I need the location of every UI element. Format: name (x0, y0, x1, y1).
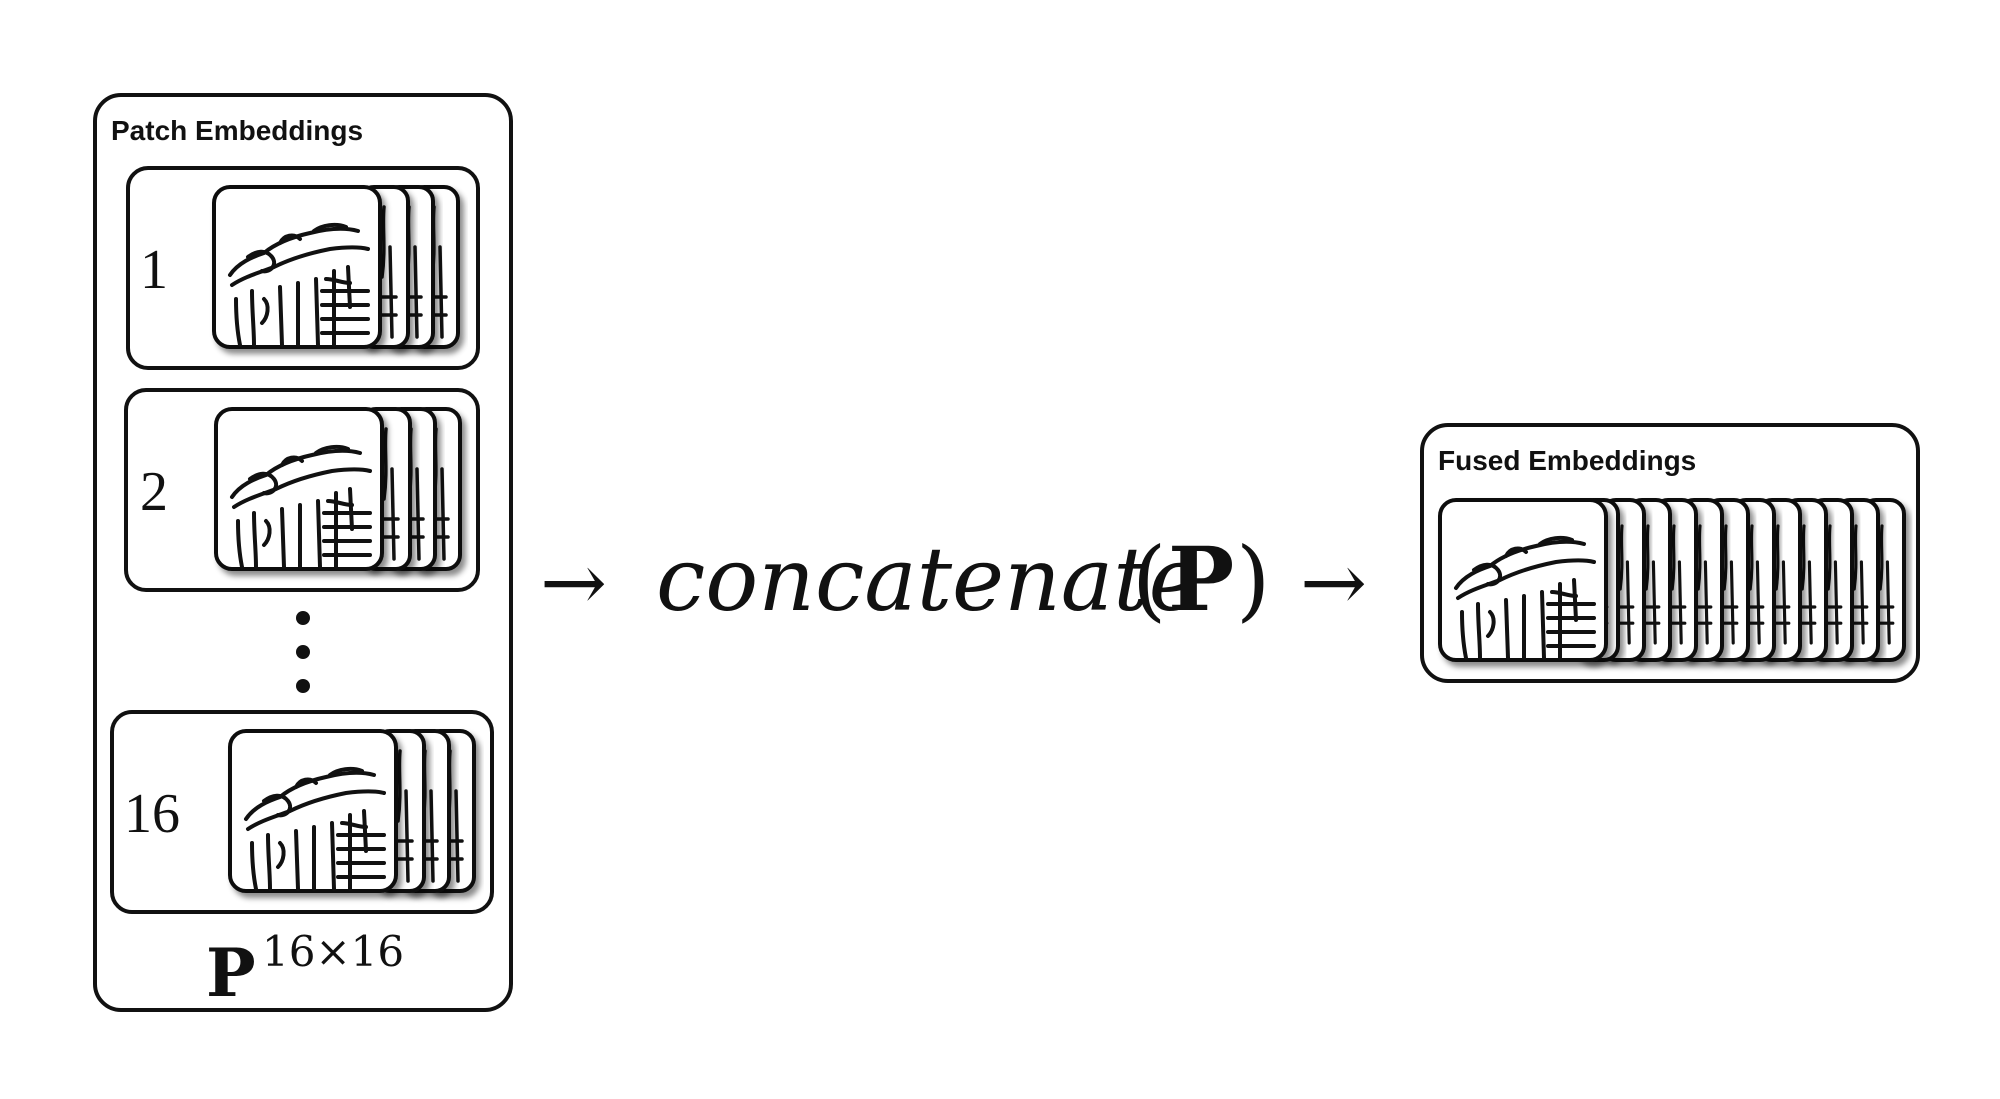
close-paren: ) (1236, 528, 1270, 631)
fused-embeddings-panel: Fused Embeddings (1420, 423, 1920, 683)
fused-card-stack (1438, 498, 1906, 662)
function-name: concatenate (656, 528, 1201, 631)
patch-embeddings-panel: Patch Embeddings 1 2 (93, 93, 513, 1012)
patch-index: 2 (140, 461, 168, 523)
patch-card-stack (212, 185, 460, 349)
caption-base: P (206, 934, 256, 1012)
patch-row-2: 2 (124, 388, 480, 592)
patch-index: 16 (124, 783, 180, 845)
arrow-left-icon: → (540, 536, 607, 629)
patch-card-stack (228, 729, 476, 893)
patch-row-16: 16 (110, 710, 494, 914)
concatenate-operation: → concatenate ( P ) → (540, 527, 1367, 631)
fused-embeddings-title: Fused Embeddings (1438, 445, 1696, 476)
arrow-right-icon: → (1300, 536, 1367, 629)
vertical-ellipsis (296, 611, 310, 693)
patch-embeddings-title: Patch Embeddings (111, 115, 363, 146)
patch-row-1: 1 (126, 166, 480, 370)
patch-matrix-caption: P 16×16 (206, 927, 404, 1012)
function-argument: P (1168, 527, 1234, 631)
caption-superscript: 16×16 (262, 927, 404, 976)
patch-card-stack (214, 407, 462, 571)
patch-index: 1 (140, 239, 168, 301)
open-paren: ( (1132, 528, 1166, 631)
